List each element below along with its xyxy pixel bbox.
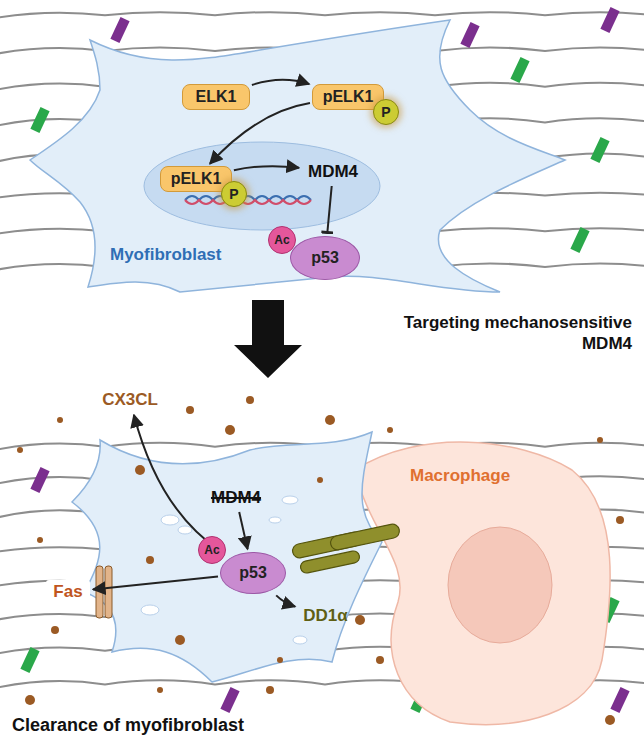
fiber-marker xyxy=(610,687,629,713)
node-text: DD1α xyxy=(303,606,347,626)
particle xyxy=(17,447,23,453)
node-text: pELK1 xyxy=(171,170,222,188)
particle xyxy=(51,626,59,634)
node-text: Ac xyxy=(204,543,219,557)
particle xyxy=(616,516,624,524)
arrow-connector xyxy=(276,595,295,606)
particle xyxy=(317,477,323,483)
particle xyxy=(355,615,365,625)
node-text: CX3CL xyxy=(102,390,158,410)
node-text: Fas xyxy=(53,582,82,602)
particle xyxy=(186,406,194,414)
fiber-marker xyxy=(600,7,619,33)
particle xyxy=(57,417,63,423)
dna-strand xyxy=(185,196,311,200)
molecule-label: MDM4 xyxy=(302,160,364,184)
fiber-marker xyxy=(220,687,239,713)
fiber-marker xyxy=(570,227,589,253)
fiber-marker xyxy=(30,467,49,493)
molecule-label: CX3CL xyxy=(92,388,168,412)
node-text: Ac xyxy=(274,233,289,247)
fiber-marker xyxy=(30,107,49,133)
arrow-connector xyxy=(252,80,309,85)
node-text: P xyxy=(381,104,390,120)
particle xyxy=(266,686,274,694)
big-arrow xyxy=(234,300,302,378)
particle xyxy=(25,695,35,705)
particle xyxy=(376,656,384,664)
node-text: MDM4 xyxy=(211,488,261,508)
cell-region: MyofibroblastELK1pELK1PpELK1PMDM4Acp53 xyxy=(70,20,570,295)
particle xyxy=(605,715,615,725)
protein-blob: p53 xyxy=(220,552,286,594)
fiber-marker xyxy=(510,57,529,83)
fiber-marker xyxy=(110,17,129,43)
node-text: P xyxy=(229,186,238,202)
particle xyxy=(246,396,254,404)
node-text: Macrophage xyxy=(410,466,510,486)
acetyl-circle: Ac xyxy=(268,226,296,254)
fiber-marker xyxy=(590,137,609,163)
protein-box: pELK1P xyxy=(312,84,384,110)
particle xyxy=(325,415,335,425)
result-label: Clearance of myofibroblast xyxy=(12,714,342,737)
particle xyxy=(37,537,43,543)
inhibition-connector xyxy=(327,186,331,233)
fiber-marker xyxy=(20,647,39,673)
particle xyxy=(175,635,185,645)
node-text: p53 xyxy=(239,564,267,582)
arrow-connector xyxy=(239,512,247,549)
dna-strand xyxy=(185,200,311,204)
macrophage-nucleus xyxy=(448,527,552,643)
step-label: Targeting mechanosensitive MDM4 xyxy=(400,312,632,355)
fiber xyxy=(0,12,644,18)
molecule-label: Fas xyxy=(46,580,90,604)
cell-region: Macrophage xyxy=(350,440,600,720)
myofibroblast-cell xyxy=(72,432,382,682)
dna-helix xyxy=(185,196,311,204)
protein-blob: p53 xyxy=(290,236,360,280)
arrow-connector xyxy=(134,415,220,551)
node-text: Myofibroblast xyxy=(110,245,221,265)
particle xyxy=(157,687,163,693)
phosphate-circle: P xyxy=(221,181,247,207)
macrophage-cell xyxy=(355,442,610,724)
particle xyxy=(277,657,283,663)
arrow-connector xyxy=(93,577,218,590)
particle xyxy=(146,556,154,564)
molecule-label: MDM4 xyxy=(205,486,267,510)
node-text: ELK1 xyxy=(196,88,237,106)
fas-receptor xyxy=(96,566,112,618)
myofibroblast-cell xyxy=(30,20,565,292)
arrow-connector xyxy=(210,103,310,164)
acetyl-circle: Ac xyxy=(198,536,226,564)
particle xyxy=(225,425,235,435)
nucleus xyxy=(144,142,380,230)
node-text: p53 xyxy=(311,249,339,267)
node-text: MDM4 xyxy=(308,162,358,182)
arrow-connector xyxy=(234,166,299,170)
particle xyxy=(387,427,393,433)
vesicles xyxy=(141,496,307,644)
particle xyxy=(135,465,145,475)
particle xyxy=(597,437,603,443)
protein-box: ELK1 xyxy=(182,84,250,110)
node-text: pELK1 xyxy=(323,88,374,106)
molecule-label: DD1α xyxy=(298,604,353,628)
phosphate-circle: P xyxy=(373,99,399,125)
collagen-fibers xyxy=(0,7,644,713)
cx3cl-particles xyxy=(17,396,624,725)
dd1a-molecules xyxy=(291,523,400,574)
fiber-marker xyxy=(460,22,479,48)
protein-box: pELK1P xyxy=(160,166,232,192)
